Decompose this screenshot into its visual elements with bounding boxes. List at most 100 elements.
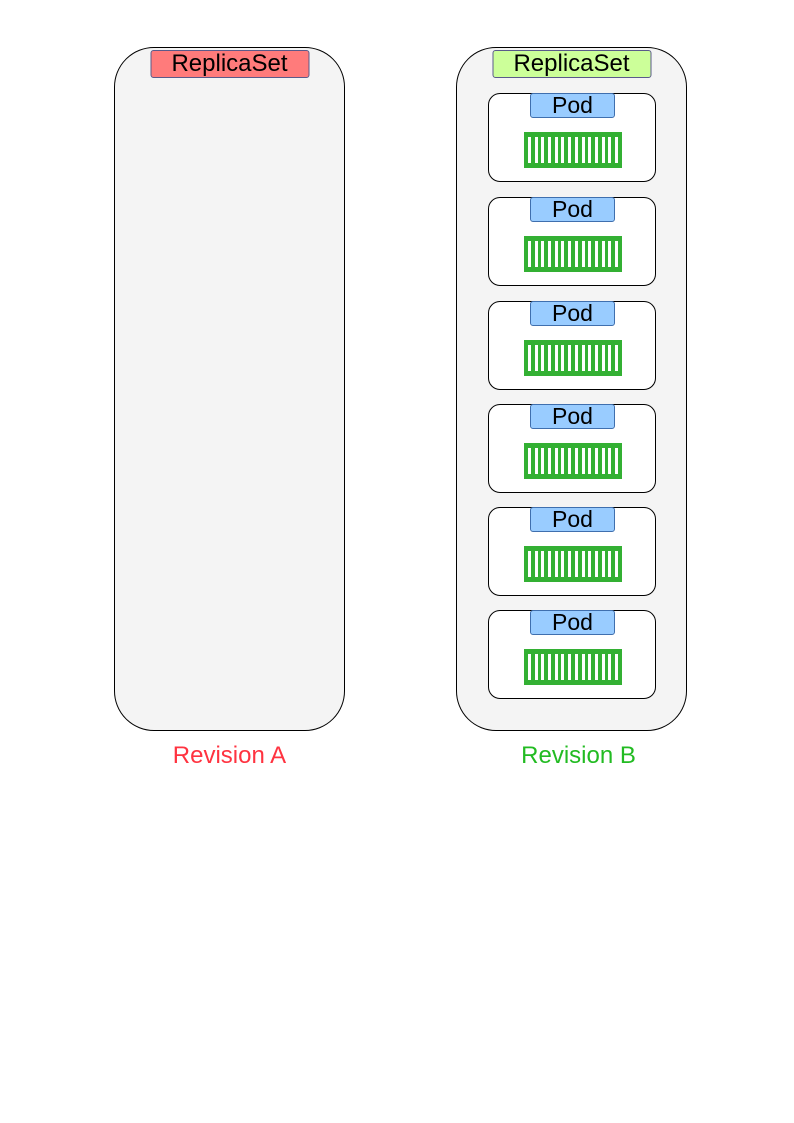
container-stripe — [588, 345, 592, 371]
container-stripe — [594, 448, 598, 474]
container-stripe — [581, 448, 585, 474]
container-stripe — [581, 345, 585, 371]
container-stripe — [541, 241, 545, 267]
container-stripe — [548, 345, 552, 371]
container-stripe — [528, 448, 531, 474]
container-stripe — [554, 345, 558, 371]
pod: Pod — [488, 197, 656, 286]
container-stripe — [548, 654, 552, 680]
container-stripe — [581, 551, 585, 577]
container-stripe — [554, 137, 558, 163]
container-stripe — [588, 448, 592, 474]
container-icon — [524, 649, 622, 685]
container-icon — [524, 340, 622, 376]
container-stripe — [541, 654, 545, 680]
pod: Pod — [488, 404, 656, 493]
container-stripe — [534, 654, 538, 680]
pod: Pod — [488, 93, 656, 182]
container-stripe — [554, 241, 558, 267]
container-stripe — [588, 137, 592, 163]
pod-label: Pod — [530, 507, 615, 532]
container-stripe — [574, 241, 578, 267]
container-stripe — [594, 137, 598, 163]
container-stripe — [581, 137, 585, 163]
replicaset-label: ReplicaSet — [492, 50, 651, 78]
container-stripe — [588, 654, 592, 680]
revision-a-caption: Revision A — [172, 742, 287, 769]
container-stripe — [588, 241, 592, 267]
container-stripe — [601, 137, 605, 163]
container-stripe — [528, 654, 531, 680]
container-stripe — [548, 448, 552, 474]
container-stripe — [528, 345, 531, 371]
pod-label: Pod — [530, 197, 615, 222]
container-stripe — [554, 448, 558, 474]
container-stripe — [594, 654, 598, 680]
container-stripe — [614, 448, 618, 474]
container-stripe — [588, 551, 592, 577]
container-stripe — [548, 137, 552, 163]
container-stripe — [601, 654, 605, 680]
container-stripe — [561, 345, 565, 371]
container-stripe — [574, 654, 578, 680]
container-stripe — [614, 137, 618, 163]
container-stripe — [541, 448, 545, 474]
pod: Pod — [488, 301, 656, 390]
container-stripe — [568, 137, 572, 163]
container-stripe — [581, 654, 585, 680]
container-icon — [524, 443, 622, 479]
container-stripe — [614, 551, 618, 577]
container-stripe — [614, 241, 618, 267]
container-stripe — [534, 345, 538, 371]
container-stripe — [568, 448, 572, 474]
container-stripe — [601, 448, 605, 474]
pod: Pod — [488, 610, 656, 699]
container-stripe — [568, 345, 572, 371]
container-stripe — [601, 241, 605, 267]
pod-label: Pod — [530, 93, 615, 118]
container-stripe — [528, 551, 531, 577]
container-stripe — [608, 551, 612, 577]
container-stripe — [601, 551, 605, 577]
container-stripe — [534, 137, 538, 163]
container-stripe — [541, 137, 545, 163]
container-stripe — [608, 241, 612, 267]
container-stripe — [581, 241, 585, 267]
container-stripe — [561, 551, 565, 577]
container-stripe — [594, 345, 598, 371]
container-stripe — [608, 654, 612, 680]
container-stripe — [574, 345, 578, 371]
container-stripe — [554, 654, 558, 680]
container-stripe — [608, 137, 612, 163]
container-stripe — [568, 241, 572, 267]
container-stripe — [548, 241, 552, 267]
container-stripe — [528, 137, 531, 163]
container-stripe — [554, 551, 558, 577]
container-stripe — [568, 551, 572, 577]
container-icon — [524, 546, 622, 582]
container-stripe — [574, 137, 578, 163]
pod-label: Pod — [530, 404, 615, 429]
container-stripe — [561, 241, 565, 267]
container-stripe — [601, 345, 605, 371]
container-stripe — [568, 654, 572, 680]
pod-label: Pod — [530, 301, 615, 326]
container-stripe — [534, 551, 538, 577]
container-stripe — [534, 241, 538, 267]
revision-b-caption: Revision B — [521, 742, 636, 769]
container-stripe — [614, 654, 618, 680]
pod-label: Pod — [530, 610, 615, 635]
container-stripe — [574, 448, 578, 474]
container-icon — [524, 132, 622, 168]
container-icon — [524, 236, 622, 272]
container-stripe — [614, 345, 618, 371]
container-stripe — [541, 345, 545, 371]
container-stripe — [608, 345, 612, 371]
container-stripe — [561, 448, 565, 474]
pod: Pod — [488, 507, 656, 596]
container-stripe — [541, 551, 545, 577]
replicaset-revision-a: ReplicaSet — [114, 47, 345, 731]
container-stripe — [574, 551, 578, 577]
replicaset-revision-b: ReplicaSet Pod Pod Pod Pod Pod Pod — [456, 47, 687, 731]
container-stripe — [608, 448, 612, 474]
